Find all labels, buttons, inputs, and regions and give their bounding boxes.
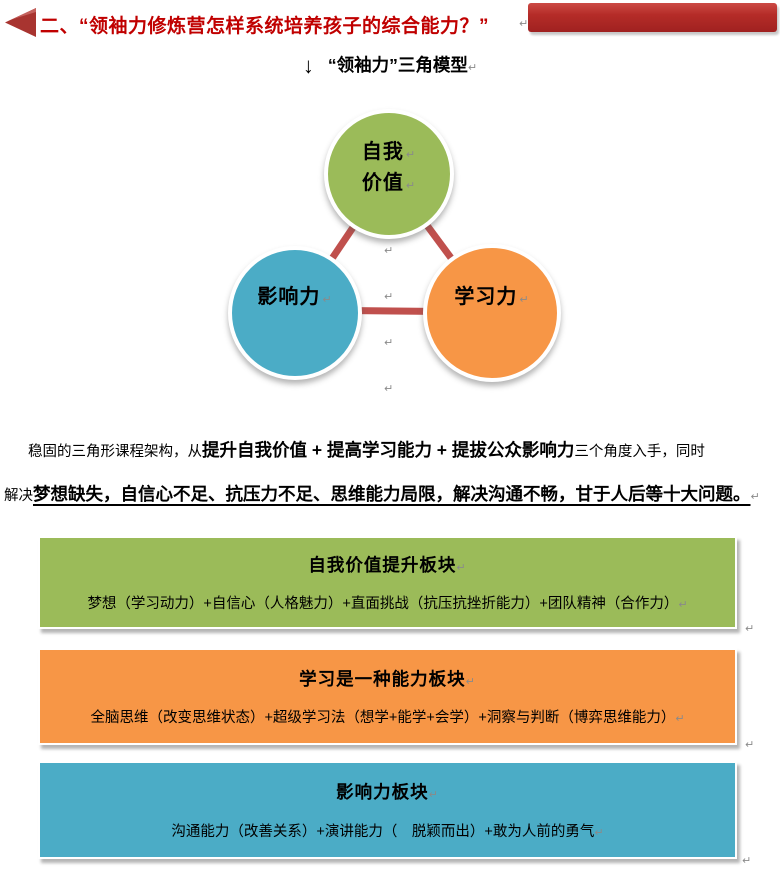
return-mark-icon: ↵ xyxy=(465,675,476,688)
circle-influence: 影响力↵ xyxy=(228,246,362,380)
return-mark-icon: ↵ xyxy=(519,294,530,306)
return-mark-icon: ↵ xyxy=(750,491,760,503)
panel-body: 梦想（学习动力）+自信心（人格魅力）+直面挑战（抗压抗挫折能力）+团队精神（合作… xyxy=(87,592,687,613)
panel-title-text: 学习是一种能力板块 xyxy=(299,668,466,689)
panel-body: 全脑思维（改变思维状态）+超级学习法（想学+能学+会学）+洞察与判断（博弈思维能… xyxy=(90,706,684,727)
return-mark-icon: ↵ xyxy=(405,149,417,161)
return-mark-icon: ↵ xyxy=(384,245,394,257)
paragraph-bold-text: 提升自我价值 + 提高学习能力 + 提拔公众影响力 xyxy=(202,440,575,460)
return-mark-icon: ↵ xyxy=(745,739,755,751)
circle-learning-label: 学习力↵ xyxy=(427,280,557,309)
paragraph-line-1: 稳固的三角形课程架构，从提升自我价值 + 提高学习能力 + 提拔公众影响力三个角… xyxy=(28,437,705,465)
header-banner xyxy=(528,3,777,32)
return-mark-icon: ↵ xyxy=(594,827,604,839)
paragraph-bold-underline-text: 梦想缺失，自信心不足、抗压力不足、思维能力局限，解决沟通不畅，甘于人后等十大问题… xyxy=(33,484,751,504)
return-mark-icon: ↵ xyxy=(678,598,688,611)
panel-learning: 学习是一种能力板块↵ 全脑思维（改变思维状态）+超级学习法（想学+能学+会学）+… xyxy=(38,648,737,745)
subtitle-row: ↓ “领袖力”三角模型↵ xyxy=(0,52,780,79)
panel-title: 学习是一种能力板块↵ xyxy=(299,666,476,691)
circle-label-line: 学习力 xyxy=(454,286,518,308)
return-mark-icon: ↵ xyxy=(428,789,439,801)
return-mark-icon: ↵ xyxy=(384,383,394,395)
return-mark-icon: ↵ xyxy=(456,562,467,575)
down-arrow-icon: ↓ xyxy=(302,53,314,78)
circle-label-line: 价值 xyxy=(361,172,404,194)
circle-influence-label: 影响力↵ xyxy=(232,280,358,309)
circle-learning: 学习力↵ xyxy=(423,244,561,382)
panel-title-text: 影响力板块 xyxy=(336,782,429,802)
paragraph-text: 稳固的三角形课程架构，从 xyxy=(28,444,202,460)
return-mark-icon: ↵ xyxy=(745,623,755,635)
left-triangle-icon xyxy=(5,8,36,37)
return-mark-icon: ↵ xyxy=(675,713,685,726)
panel-body-text: 全脑思维（改变思维状态）+超级学习法（想学+能学+会学）+洞察与判断（博弈思维能… xyxy=(90,710,676,727)
panel-title-text: 自我价值提升板块 xyxy=(308,555,457,576)
panel-body-text: 梦想（学习动力）+自信心（人格魅力）+直面挑战（抗压抗挫折能力）+团队精神（合作… xyxy=(87,595,679,612)
return-mark-icon: ↵ xyxy=(384,337,394,349)
return-mark-icon: ↵ xyxy=(322,294,333,306)
page-title: 二、“领袖力修炼营怎样系统培养孩子的综合能力？” xyxy=(40,16,490,37)
paragraph-text: 解决 xyxy=(4,488,33,504)
paragraph-line-2: 解决梦想缺失，自信心不足、抗压力不足、思维能力局限，解决沟通不畅，甘于人后等十大… xyxy=(4,481,760,509)
return-mark-icon: ↵ xyxy=(519,18,529,30)
panel-body: 沟通能力（改善关系）+演讲能力（ 脱颖而出）+敢为人前的勇气↵ xyxy=(171,820,603,841)
paragraph-text: 三个角度入手，同时 xyxy=(574,444,705,460)
return-mark-icon: ↵ xyxy=(467,62,478,74)
panel-title: 影响力板块↵ xyxy=(336,779,439,804)
panel-influence: 影响力板块↵ 沟通能力（改善关系）+演讲能力（ 脱颖而出）+敢为人前的勇气↵ xyxy=(38,761,737,859)
subtitle-text: “领袖力”三角模型 xyxy=(327,55,468,75)
return-mark-icon: ↵ xyxy=(384,291,394,303)
circle-self-worth: 自我↵ 价值↵ xyxy=(324,109,454,239)
return-mark-icon: ↵ xyxy=(742,855,752,867)
panel-body-text: 沟通能力（改善关系）+演讲能力（ 脱颖而出）+敢为人前的勇气 xyxy=(171,824,595,840)
panel-title: 自我价值提升板块↵ xyxy=(308,552,466,577)
circle-self-worth-label: 自我↵ 价值↵ xyxy=(328,137,450,199)
circle-label-line: 影响力 xyxy=(257,286,321,308)
circle-label-line: 自我 xyxy=(361,141,404,163)
return-mark-icon: ↵ xyxy=(405,180,417,192)
panel-self-worth: 自我价值提升板块↵ 梦想（学习动力）+自信心（人格魅力）+直面挑战（抗压抗挫折能… xyxy=(38,536,737,629)
